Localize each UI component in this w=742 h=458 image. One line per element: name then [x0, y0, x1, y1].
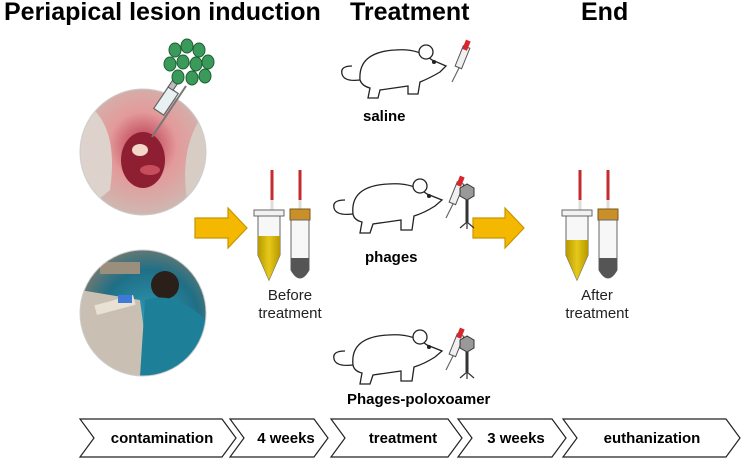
timeline-step-euthanization: [561, 418, 741, 458]
group-label-phages-poloxoamer: Phages-poloxoamer: [347, 391, 491, 408]
group-label-phages: phages: [365, 249, 418, 266]
heading-lesion-induction: Periapical lesion induction: [4, 0, 321, 26]
timeline-label-4-weeks: 4 weeks: [257, 430, 315, 447]
caption-before-line1: Before: [267, 287, 313, 304]
caption-after-treatment: After treatment: [547, 287, 647, 323]
timeline-label-contamination: contamination: [111, 430, 214, 447]
timeline-label-treatment: treatment: [369, 430, 437, 447]
after-treatment-tubes: [561, 170, 619, 282]
timeline-step-contamination: [78, 418, 237, 458]
arrow-to-after-treatment: [472, 206, 525, 250]
timeline-step-treatment: [329, 418, 463, 458]
timeline-step-4-weeks: [228, 418, 329, 458]
heading-treatment: Treatment: [350, 0, 470, 26]
rat-saline-icon: [341, 44, 448, 99]
syringe-icon-saline: [451, 39, 471, 83]
rat-phages-icon: [333, 178, 444, 234]
caption-before-line2: treatment: [258, 305, 322, 322]
group-label-saline: saline: [363, 108, 406, 125]
bacteria-cluster-icon: [163, 38, 215, 86]
timeline-label-euthanization: euthanization: [604, 430, 701, 447]
caption-after-line2: treatment: [565, 305, 629, 322]
phage-icon: [459, 183, 475, 229]
before-treatment-tubes: [253, 170, 311, 282]
timeline-step-3-weeks: [456, 418, 567, 458]
mouth-injection-photo: [79, 88, 207, 216]
phage-icon-poloxoamer: [459, 335, 475, 379]
timeline: [78, 418, 741, 458]
heading-end: End: [581, 0, 629, 26]
timeline-label-3-weeks: 3 weeks: [487, 430, 545, 447]
caption-before-treatment: Before treatment: [240, 287, 340, 323]
arrow-to-before-treatment: [194, 206, 248, 250]
lab-procedure-photo: [79, 249, 207, 377]
caption-after-line1: After: [581, 287, 613, 304]
rat-phages-poloxoamer-icon: [333, 329, 444, 385]
